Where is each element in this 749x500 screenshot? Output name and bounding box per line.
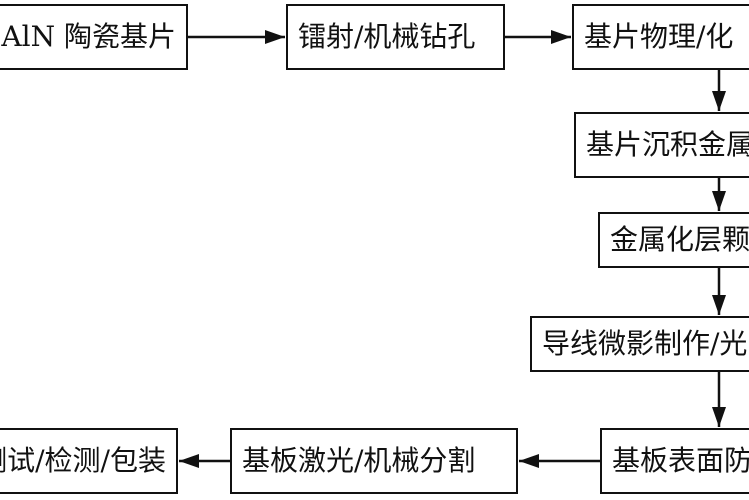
node-substrate-treatment: 基片物理/化 [572, 4, 749, 70]
node-label: 镭射/机械钻孔 [298, 20, 476, 53]
node-metal-deposition: 基片沉积金属 [574, 112, 749, 178]
node-metallization-layer: 金属化层颗 [598, 212, 749, 268]
node-label: 基片沉积金属 [586, 128, 749, 161]
node-drilling: 镭射/机械钻孔 [286, 4, 505, 70]
node-label: 基板表面防 [612, 444, 749, 477]
node-lithography: 导线微影制作/光 [530, 316, 749, 372]
node-laser-cutting: 基板激光/机械分割 [230, 428, 518, 494]
node-label: 金属化层颗 [610, 223, 749, 256]
node-label: 基片物理/化 [584, 20, 734, 53]
node-surface-protection: 基板表面防 [600, 428, 749, 494]
node-label: 测试/检测/包装 [0, 444, 166, 477]
node-test-inspect-package: 测试/检测/包装 [0, 428, 178, 494]
node-label: 基板激光/机械分割 [242, 444, 476, 477]
node-label: 导线微影制作/光 [542, 327, 748, 360]
node-aln-ceramic-substrate: AlN 陶瓷基片 [0, 4, 188, 70]
node-label: AlN 陶瓷基片 [1, 20, 176, 53]
